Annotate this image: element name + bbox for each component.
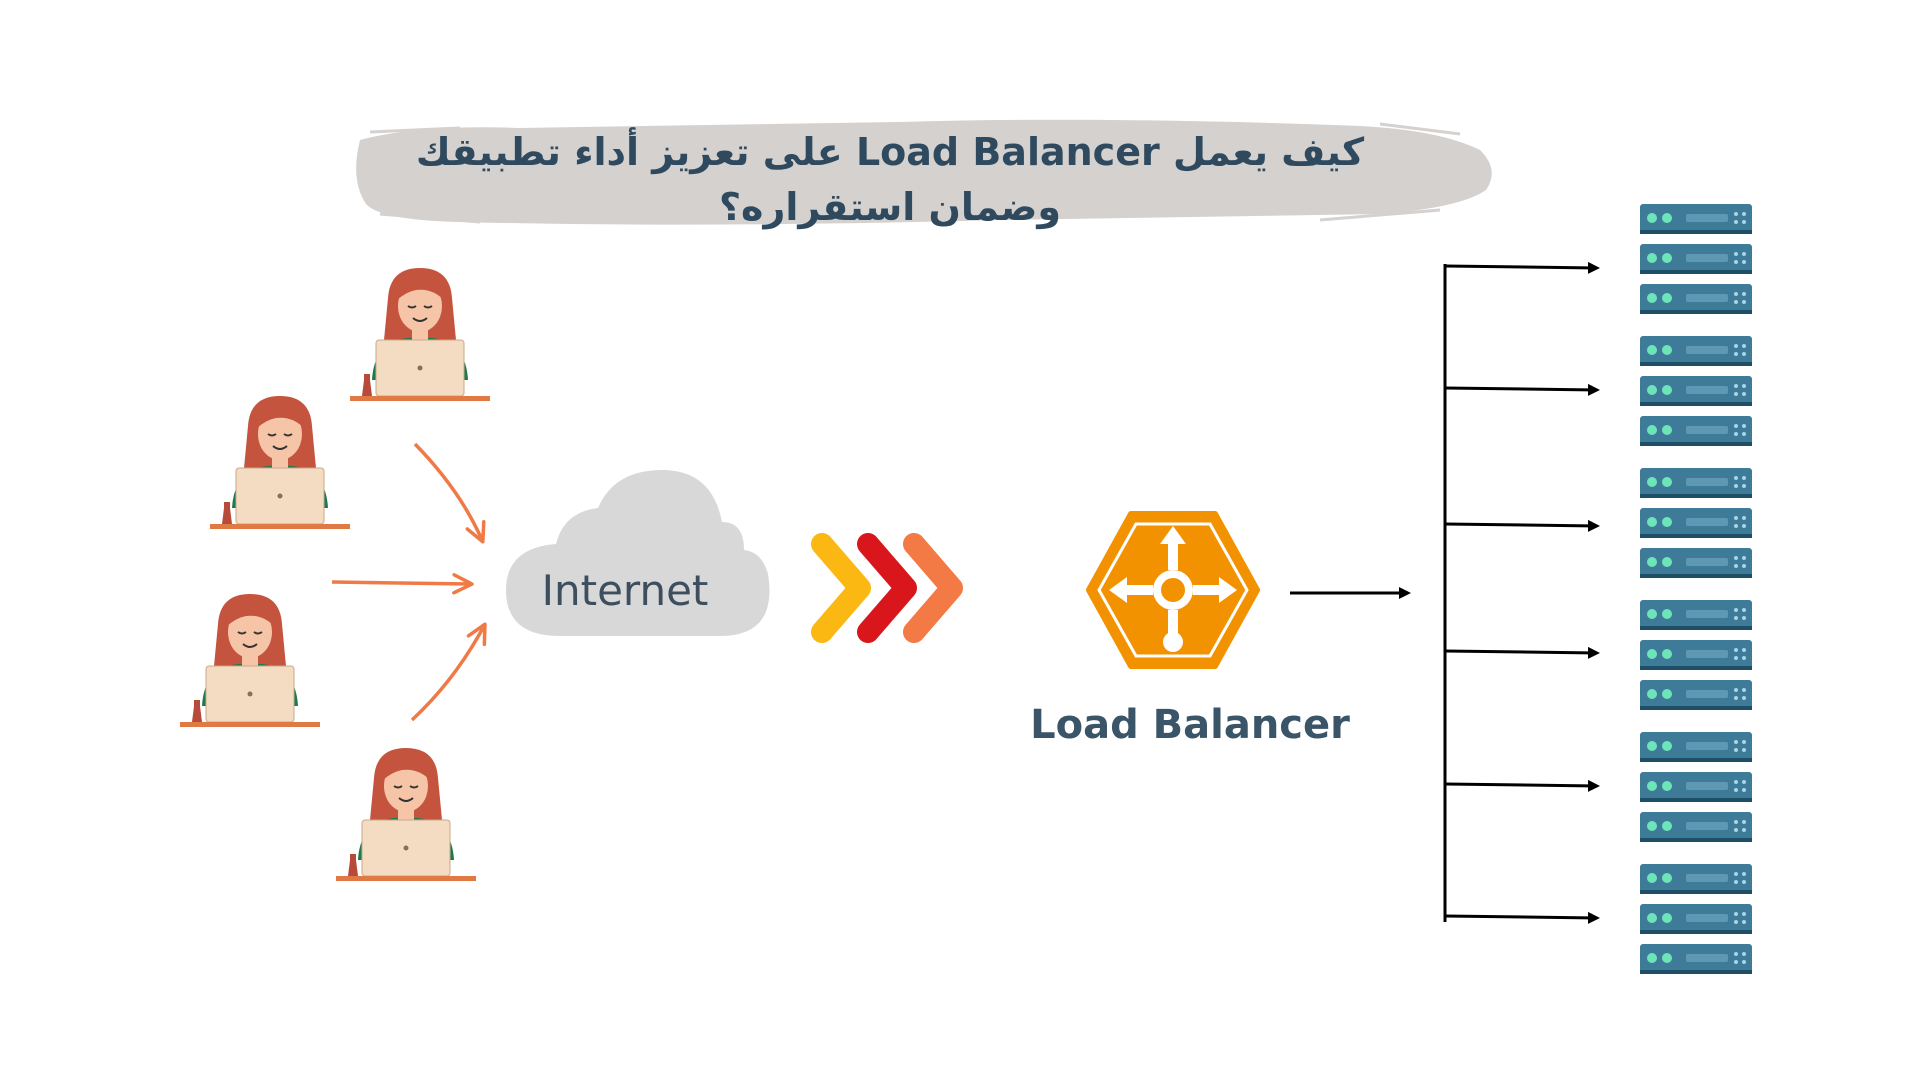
server-arrow — [1444, 519, 1600, 532]
user-icon — [209, 395, 351, 530]
server-arrow — [1444, 911, 1600, 924]
user-icon — [335, 747, 477, 882]
server-icon — [1640, 204, 1752, 314]
cloud-icon — [506, 470, 770, 636]
title-brush-background — [356, 119, 1492, 225]
title-line-1: كيف يعمل Load Balancer على تعزيز أداء تط… — [416, 127, 1365, 174]
server-arrow — [1444, 646, 1600, 659]
server-icon — [1640, 732, 1752, 842]
server-arrow — [1444, 779, 1600, 792]
title-line-2: وضمان استقراره؟ — [719, 185, 1061, 230]
user-arrow — [331, 573, 474, 595]
server-arrow — [1444, 383, 1600, 396]
load-balancer-label: Load Balancer — [1030, 702, 1350, 748]
load-balancer-icon — [1086, 511, 1260, 669]
server-icon — [1640, 336, 1752, 446]
server-icon — [1640, 864, 1752, 974]
cloud-label: Internet — [542, 566, 709, 615]
server-icon — [1640, 468, 1752, 578]
user-arrow — [413, 442, 486, 544]
server-arrow — [1444, 261, 1600, 274]
chevrons-icon — [811, 533, 963, 643]
user-icon — [349, 267, 491, 402]
server-icon — [1640, 600, 1752, 710]
user-arrow — [410, 622, 487, 722]
user-icon — [179, 593, 321, 728]
